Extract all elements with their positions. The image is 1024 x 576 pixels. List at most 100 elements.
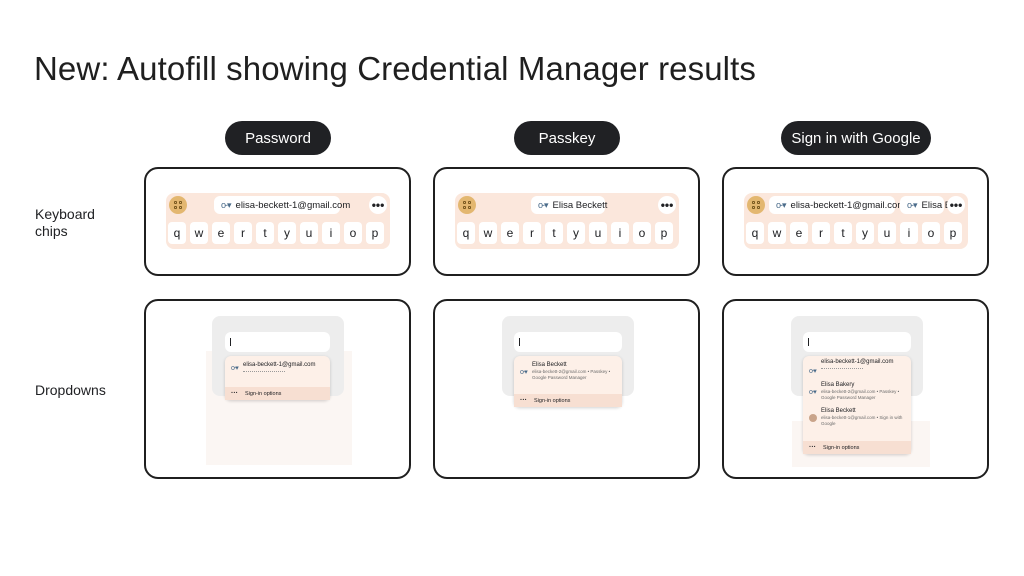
key-o[interactable]: o — [344, 222, 362, 244]
apps-icon[interactable] — [458, 196, 476, 214]
text-field[interactable] — [225, 332, 330, 352]
dropdown-card-passkey: o-▾ Elisa Beckett elisa-beckett-2@gmail.… — [433, 299, 700, 479]
text-field[interactable] — [803, 332, 911, 352]
credential-item[interactable]: Elisa Beckett elisa-beckett-1@gmail.com … — [803, 405, 911, 431]
key-q[interactable]: q — [746, 222, 764, 244]
credential-item[interactable]: o-▾ elisa-beckett-1@gmail.com — [803, 356, 911, 379]
key-r[interactable]: r — [812, 222, 830, 244]
google-chip-2[interactable]: o-▾ Elisa B — [900, 196, 951, 214]
key-icon: o-▾ — [520, 369, 528, 376]
password-chip[interactable]: o-▾ elisa-beckett-1@gmail.com — [214, 196, 350, 214]
apps-icon[interactable] — [169, 196, 187, 214]
key-icon: o-▾ — [809, 368, 817, 375]
text-cursor — [519, 338, 520, 346]
pill-sign-in-with-google: Sign in with Google — [781, 121, 931, 155]
key-t[interactable]: t — [256, 222, 274, 244]
key-e[interactable]: e — [790, 222, 808, 244]
key-icon: o-▾ — [231, 365, 239, 372]
key-u[interactable]: u — [589, 222, 607, 244]
keyboard-suggestion-bar: o-▾ Elisa Beckett ••• q w e r t y u i o … — [455, 193, 679, 249]
google-chip-1[interactable]: o-▾ elisa-beckett-1@gmail.com — [769, 196, 905, 214]
key-e[interactable]: e — [212, 222, 230, 244]
password-mask — [243, 371, 285, 373]
key-p[interactable]: p — [655, 222, 673, 244]
key-row: q w e r t y u i o p — [457, 222, 673, 244]
key-u[interactable]: u — [878, 222, 896, 244]
keyboard-card-google: o-▾ elisa-beckett-1@gmail.com o-▾ Elisa … — [722, 167, 989, 276]
key-t[interactable]: t — [545, 222, 563, 244]
keyboard-card-password: o-▾ elisa-beckett-1@gmail.com ••• q w e … — [144, 167, 411, 276]
key-q[interactable]: q — [168, 222, 186, 244]
apps-icon[interactable] — [747, 196, 765, 214]
more-icon[interactable]: ••• — [658, 196, 676, 214]
chip-label: elisa-beckett-1@gmail.com — [790, 199, 906, 211]
row-label-dropdowns: Dropdowns — [35, 382, 106, 398]
key-u[interactable]: u — [300, 222, 318, 244]
key-i[interactable]: i — [900, 222, 918, 244]
autofill-dropdown: o-▾ elisa-beckett-1@gmail.com o-▾ Elisa … — [803, 356, 911, 454]
more-icon: ··· — [809, 444, 816, 451]
chip-label: Elisa Beckett — [552, 199, 608, 211]
key-o[interactable]: o — [922, 222, 940, 244]
passkey-chip[interactable]: o-▾ Elisa Beckett — [531, 196, 608, 214]
keyboard-card-passkey: o-▾ Elisa Beckett ••• q w e r t y u i o … — [433, 167, 700, 276]
autofill-dropdown: o-▾ elisa-beckett-1@gmail.com ··· Sign-i… — [225, 356, 330, 400]
sign-in-options[interactable]: ··· Sign-in options — [514, 394, 622, 407]
key-q[interactable]: q — [457, 222, 475, 244]
autofill-dropdown: o-▾ Elisa Beckett elisa-beckett-2@gmail.… — [514, 356, 622, 407]
more-icon[interactable]: ••• — [947, 196, 965, 214]
key-w[interactable]: w — [190, 222, 208, 244]
key-i[interactable]: i — [611, 222, 629, 244]
credential-name: elisa-beckett-1@gmail.com — [243, 362, 316, 368]
sign-in-options[interactable]: ··· Sign-in options — [225, 387, 330, 400]
key-t[interactable]: t — [834, 222, 852, 244]
password-mask — [821, 368, 863, 370]
key-y[interactable]: y — [567, 222, 585, 244]
pill-password: Password — [225, 121, 331, 155]
sign-in-options-label: Sign-in options — [245, 390, 282, 397]
credential-name: Elisa Beckett — [821, 408, 856, 414]
key-icon: o-▾ — [776, 199, 786, 210]
pill-passkey: Passkey — [514, 121, 620, 155]
dropdown-card-google: o-▾ elisa-beckett-1@gmail.com o-▾ Elisa … — [722, 299, 989, 479]
sign-in-options-label: Sign-in options — [823, 444, 860, 451]
more-icon: ··· — [231, 390, 238, 397]
key-i[interactable]: i — [322, 222, 340, 244]
credential-detail: elisa-beckett-1@gmail.com • Sign in with… — [821, 415, 903, 426]
key-icon: o-▾ — [538, 199, 548, 210]
text-cursor — [808, 338, 809, 346]
credential-item[interactable]: o-▾ elisa-beckett-1@gmail.com — [225, 356, 330, 377]
sign-in-options-label: Sign-in options — [534, 397, 571, 404]
key-row: q w e r t y u i o p — [168, 222, 384, 244]
key-icon: o-▾ — [221, 199, 231, 210]
more-icon: ··· — [520, 397, 527, 404]
key-e[interactable]: e — [501, 222, 519, 244]
key-y[interactable]: y — [278, 222, 296, 244]
key-p[interactable]: p — [944, 222, 962, 244]
key-r[interactable]: r — [234, 222, 252, 244]
key-icon: o-▾ — [809, 389, 817, 396]
credential-name: elisa-beckett-1@gmail.com — [821, 359, 894, 365]
credential-item[interactable]: o-▾ Elisa Bakery elisa-beckett-2@gmail.c… — [803, 379, 911, 405]
text-cursor — [230, 338, 231, 346]
sign-in-options[interactable]: ··· Sign-in options — [803, 441, 911, 454]
key-p[interactable]: p — [366, 222, 384, 244]
dropdown-card-password: o-▾ elisa-beckett-1@gmail.com ··· Sign-i… — [144, 299, 411, 479]
more-icon[interactable]: ••• — [369, 196, 387, 214]
credential-item[interactable]: o-▾ Elisa Beckett elisa-beckett-2@gmail.… — [514, 356, 622, 385]
row-label-keyboard-chips: Keyboard chips — [35, 206, 95, 239]
key-o[interactable]: o — [633, 222, 651, 244]
page-title: New: Autofill showing Credential Manager… — [34, 50, 756, 87]
key-row: q w e r t y u i o p — [746, 222, 962, 244]
key-r[interactable]: r — [523, 222, 541, 244]
keyboard-suggestion-bar: o-▾ elisa-beckett-1@gmail.com ••• q w e … — [166, 193, 390, 249]
keyboard-suggestion-bar: o-▾ elisa-beckett-1@gmail.com o-▾ Elisa … — [744, 193, 968, 249]
key-w[interactable]: w — [768, 222, 786, 244]
credential-detail: elisa-beckett-2@gmail.com • Passkey • Go… — [821, 389, 900, 400]
credential-name: Elisa Bakery — [821, 382, 855, 388]
credential-detail: elisa-beckett-2@gmail.com • Passkey • Go… — [532, 369, 611, 380]
text-field[interactable] — [514, 332, 622, 352]
key-y[interactable]: y — [856, 222, 874, 244]
chip-label: Elisa B — [921, 199, 952, 211]
key-w[interactable]: w — [479, 222, 497, 244]
